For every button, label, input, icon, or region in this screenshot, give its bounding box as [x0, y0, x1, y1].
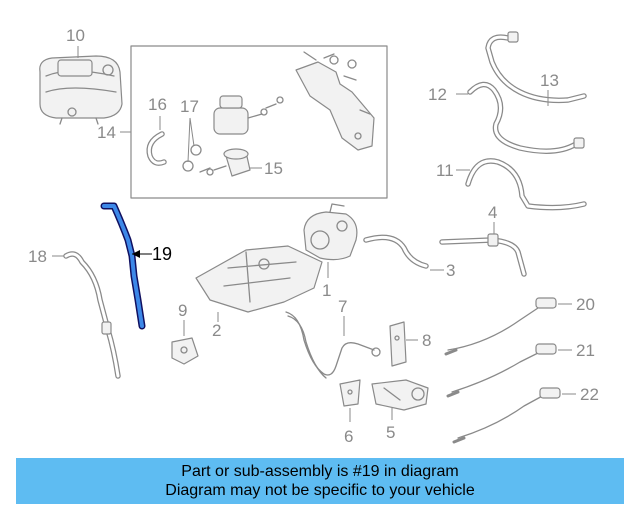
callout-10: 10	[66, 26, 85, 45]
banner-line-1: Part or sub-assembly is #19 in diagram	[181, 463, 459, 480]
callout-17: 17	[180, 97, 199, 116]
bracket-assembly[interactable]	[295, 51, 375, 151]
part-4-hose[interactable]	[439, 233, 527, 277]
part-2-manifold[interactable]	[195, 245, 323, 313]
callout-16: 16	[148, 95, 167, 114]
callout-12: 12	[428, 85, 447, 104]
callout-19: 19	[152, 244, 172, 264]
callout-14: 14	[97, 123, 116, 142]
part-7-line[interactable]	[285, 311, 381, 379]
part-22-sensor[interactable]	[452, 387, 561, 444]
callout-21: 21	[576, 341, 595, 360]
callout-8: 8	[422, 331, 431, 350]
part-6-bracket[interactable]	[339, 379, 361, 407]
part-3-hose[interactable]	[363, 234, 429, 269]
part-13-hose[interactable]	[485, 31, 587, 104]
sub-assembly-box	[130, 45, 388, 199]
part-15-solenoid[interactable]	[206, 148, 251, 177]
part-8-bracket[interactable]	[389, 321, 407, 367]
callout-9: 9	[178, 301, 187, 320]
callout-11: 11	[436, 161, 454, 180]
part-9-bracket[interactable]	[171, 337, 199, 365]
part-20-sensor[interactable]	[444, 297, 557, 356]
callout-6: 6	[344, 427, 353, 446]
part-1-pump[interactable]	[303, 203, 358, 261]
part-11-hose[interactable]	[465, 158, 587, 211]
part-21-sensor[interactable]	[446, 343, 557, 398]
banner-line-2: Diagram may not be specific to your vehi…	[165, 482, 475, 499]
part-16-hose[interactable]	[146, 131, 167, 166]
parts-diagram: 10 14 16 17 15	[28, 26, 599, 446]
callout-7: 7	[338, 297, 347, 316]
callout-3: 3	[446, 261, 455, 280]
callout-13: 13	[540, 71, 559, 90]
callout-5: 5	[386, 423, 395, 442]
part-12-hose[interactable]	[467, 81, 585, 154]
callout-15: 15	[264, 159, 283, 178]
part-18-hose[interactable]	[63, 251, 121, 379]
part-5-valve[interactable]	[371, 379, 429, 411]
valve-assembly[interactable]	[213, 95, 284, 135]
part-19-hose-highlighted[interactable]	[100, 202, 146, 330]
part-17-clamps[interactable]	[182, 144, 211, 173]
part-10-canister[interactable]	[39, 46, 123, 125]
callout-19-arrow	[132, 250, 140, 258]
info-banner: Part or sub-assembly is #19 in diagram D…	[16, 458, 624, 504]
callout-1: 1	[322, 281, 331, 300]
callout-4: 4	[488, 203, 497, 222]
callout-18: 18	[28, 247, 47, 266]
callout-22: 22	[580, 385, 599, 404]
callout-2: 2	[212, 321, 221, 340]
callout-20: 20	[576, 295, 595, 314]
